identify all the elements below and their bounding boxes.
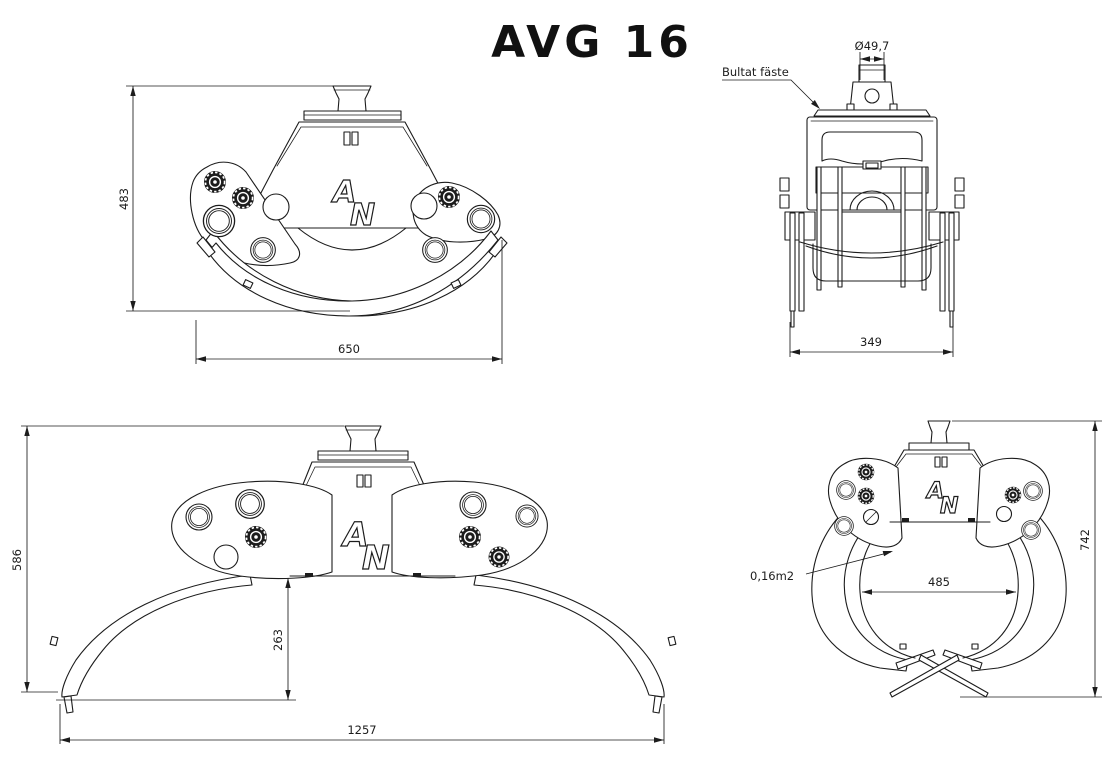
view-front-closed: A N 483 650	[117, 85, 508, 364]
pivot-ring	[515, 504, 539, 528]
pivot-ring	[1023, 481, 1043, 501]
knurled-bolt	[231, 186, 255, 210]
brand-logo: A N	[330, 174, 375, 233]
dimension-width-650: 650	[195, 240, 503, 364]
dimension-height-483: 483	[117, 85, 350, 312]
serial-mark	[356, 474, 364, 488]
bolted-mount-plate	[813, 109, 931, 117]
brand-logo-a: A	[340, 515, 369, 554]
brand-logo-a: A	[331, 175, 356, 210]
hole	[213, 544, 239, 570]
pivot-ring	[422, 237, 448, 263]
brand-logo: A N	[339, 514, 390, 577]
dimension-inner-485: 485	[862, 575, 1016, 595]
attachment-pin	[858, 64, 886, 83]
knurled-bolt	[244, 525, 268, 549]
pivot-ring	[466, 204, 496, 234]
dim-text: 1257	[347, 723, 376, 737]
pivot-ring	[185, 503, 213, 531]
knurled-bolt	[1004, 486, 1022, 504]
attachment-pin	[927, 420, 951, 444]
brand-logo-n: N	[940, 494, 958, 519]
tine-left	[49, 574, 253, 714]
knurled-bolt	[203, 170, 227, 194]
pivot-ring	[250, 237, 276, 263]
callout-text: Bultat fäste	[722, 65, 789, 79]
dim-text: Ø49,7	[855, 39, 890, 53]
tine-tip-left	[196, 236, 216, 258]
bowl-curve	[297, 227, 407, 251]
tine-tip-right	[488, 236, 508, 258]
mount-plate	[303, 110, 402, 121]
pivot-ring	[836, 480, 856, 500]
dim-text: 349	[860, 335, 882, 349]
lower-silhouette	[812, 243, 932, 282]
body-liner	[821, 131, 923, 165]
dimension-width-349: 349	[789, 322, 954, 357]
serial-mark	[343, 131, 351, 146]
tine-left	[811, 499, 989, 698]
knurled-bolt	[458, 525, 482, 549]
pivot-ring	[459, 491, 487, 519]
dimension-height-586: 586	[10, 425, 344, 693]
brand-logo: A N	[924, 478, 959, 519]
view-front-grip: A N 0,16m2 485 742	[750, 420, 1102, 698]
hole	[262, 193, 290, 221]
dimension-height-742: 742	[952, 420, 1102, 698]
knurled-bolt	[437, 185, 461, 209]
knurled-bolt	[487, 545, 511, 569]
tine-right	[473, 574, 677, 714]
pivot-ring	[834, 516, 854, 536]
view-side: Bultat fäste Ø49,7 349	[722, 39, 965, 357]
dimension-drop-263: 263	[56, 578, 296, 701]
view-front-open: A N 586 263 1257	[10, 425, 677, 744]
dim-text: 586	[10, 549, 24, 571]
knurled-bolt	[857, 463, 875, 481]
area-callout: 0,16m2	[750, 548, 894, 583]
dim-text: 483	[117, 188, 131, 210]
brand-logo-n: N	[350, 198, 375, 233]
pivot-ring	[235, 489, 265, 519]
dim-text: 650	[338, 342, 360, 356]
brand-logo-n: N	[362, 538, 390, 577]
knurled-bolt	[857, 487, 875, 505]
dimension-width-1257: 1257	[59, 704, 665, 744]
pivot-ring	[202, 204, 236, 238]
brand-logo-a: A	[925, 479, 944, 504]
mount-plate	[908, 442, 970, 451]
hole	[995, 505, 1013, 523]
callout-text: 0,16m2	[750, 569, 794, 583]
mount-callout: Bultat fäste	[722, 65, 822, 111]
dim-text: 742	[1078, 529, 1092, 551]
hole	[410, 192, 438, 220]
cylinder-arch	[839, 190, 905, 213]
pin-hole	[864, 88, 880, 104]
crossmember	[815, 166, 929, 194]
dim-text: 485	[928, 575, 950, 589]
pivot-ring	[1021, 520, 1041, 540]
serial-mark	[934, 456, 941, 468]
tine-bars	[789, 166, 955, 328]
dimension-pin-diameter: Ø49,7	[855, 39, 890, 80]
dim-text: 263	[271, 629, 285, 651]
page-title: AVG 16	[491, 17, 693, 68]
mount-plate	[317, 450, 409, 461]
